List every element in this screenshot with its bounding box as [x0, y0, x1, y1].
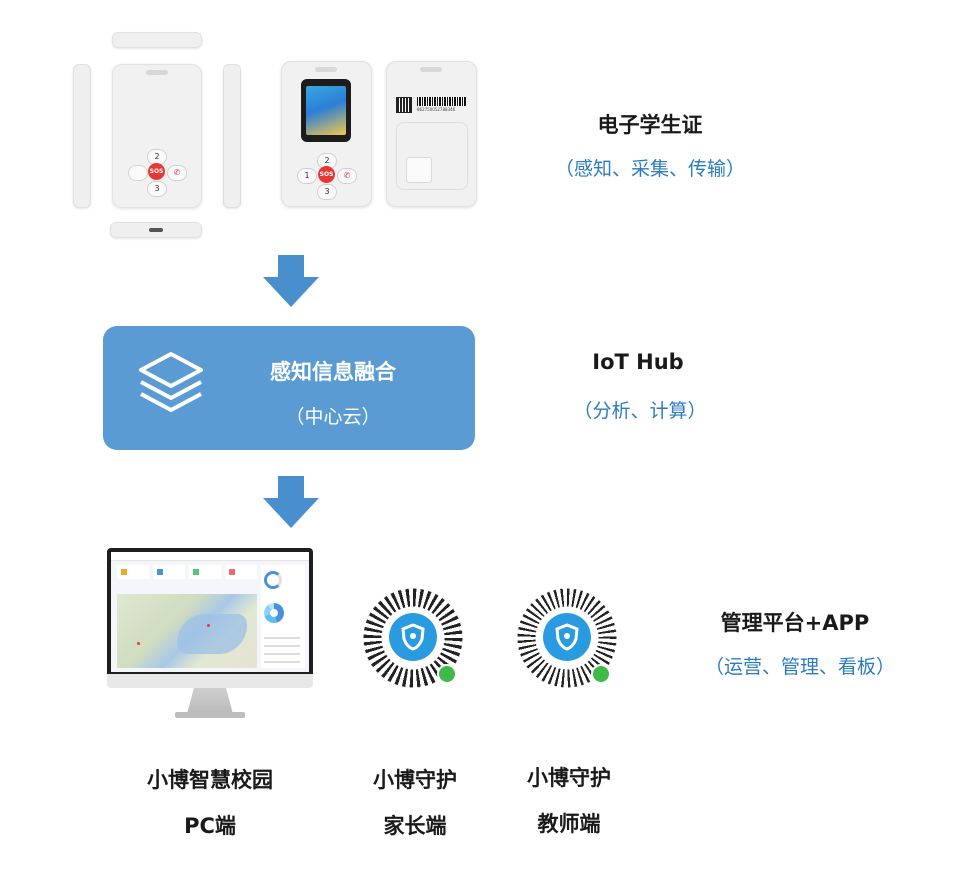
hub-subtitle: （中心云） [285, 406, 381, 428]
app-parent-type: 家长端 [383, 814, 447, 838]
stat-card [117, 565, 149, 579]
lanyard-slot [146, 70, 168, 75]
key-2: 2 [317, 153, 337, 169]
device-qr-code [396, 97, 412, 113]
device-serial: 862750052788346 [417, 107, 456, 112]
down-arrow [263, 476, 319, 528]
stat-card [153, 565, 185, 579]
shield-logo-icon [389, 613, 437, 661]
side-panel [261, 565, 305, 668]
pc-monitor [107, 548, 313, 723]
monitor-stand [187, 688, 233, 714]
key-3: 3 [317, 184, 337, 200]
lanyard-slot [315, 67, 337, 72]
back-cover-outline [396, 122, 468, 190]
device-left-side [73, 64, 91, 208]
down-arrow [263, 255, 319, 307]
hub-title: 感知信息融合 [270, 360, 396, 384]
hub-box: 感知信息融合 （中心云） [103, 326, 475, 450]
hangup-key: ✆ [167, 165, 187, 181]
app-pc-name: 小博智慧校园 [147, 768, 273, 792]
monitor-screen [111, 552, 309, 672]
device-barcode [417, 97, 467, 106]
platform-subtitle: （运营、管理、看板） [704, 656, 895, 678]
usb-port [149, 228, 163, 232]
app-teacher-type: 教师端 [537, 812, 601, 836]
device-screen [301, 79, 351, 142]
device-top-edge [112, 32, 202, 48]
device-right-side [223, 64, 241, 208]
device-title: 电子学生证 [597, 113, 703, 137]
sos-button: SOS [318, 166, 335, 183]
mini-program-qr-parent [361, 588, 469, 690]
stat-card [225, 565, 257, 579]
platform-title: 管理平台+APP [720, 611, 870, 635]
monitor-bezel [107, 548, 313, 685]
lanyard-slot [420, 67, 442, 72]
key-1: 1 [297, 168, 317, 184]
call-key [128, 165, 148, 181]
sos-button: SOS [148, 163, 165, 180]
monitor-base [175, 712, 245, 718]
app-parent-name: 小博守护 [373, 768, 457, 792]
sensor-window [406, 157, 432, 183]
hangup-key: ✆ [337, 168, 357, 184]
monitor-chin [107, 674, 313, 688]
layers-icon [139, 352, 203, 412]
app-pc-type: PC端 [184, 814, 236, 838]
key-3: 3 [147, 181, 167, 197]
device-views: 2 SOS ✆ 3 2 1 SOS ✆ 3 862750052788346 [70, 28, 490, 243]
dashboard-topbar [111, 552, 309, 561]
device-bottom-edge [110, 222, 202, 238]
iot-hub-subtitle: （分析、计算） [573, 400, 707, 422]
device-subtitle: （感知、采集、传输） [554, 158, 745, 180]
device-screen-front: 2 1 SOS ✆ 3 [281, 61, 372, 207]
wechat-mini-program-icon [591, 664, 611, 684]
device-front-view: 2 SOS ✆ 3 [112, 64, 202, 208]
wechat-mini-program-icon [437, 664, 457, 684]
mini-program-qr-teacher [515, 588, 623, 690]
iot-hub-title: IoT Hub [592, 350, 684, 374]
map-panel [117, 594, 257, 668]
shield-logo-icon [543, 613, 591, 661]
donut-chart [264, 603, 284, 623]
app-teacher-name: 小博守护 [527, 766, 611, 790]
progress-ring [264, 571, 282, 589]
stat-card [189, 565, 221, 579]
device-back-view: 862750052788346 [386, 61, 477, 207]
